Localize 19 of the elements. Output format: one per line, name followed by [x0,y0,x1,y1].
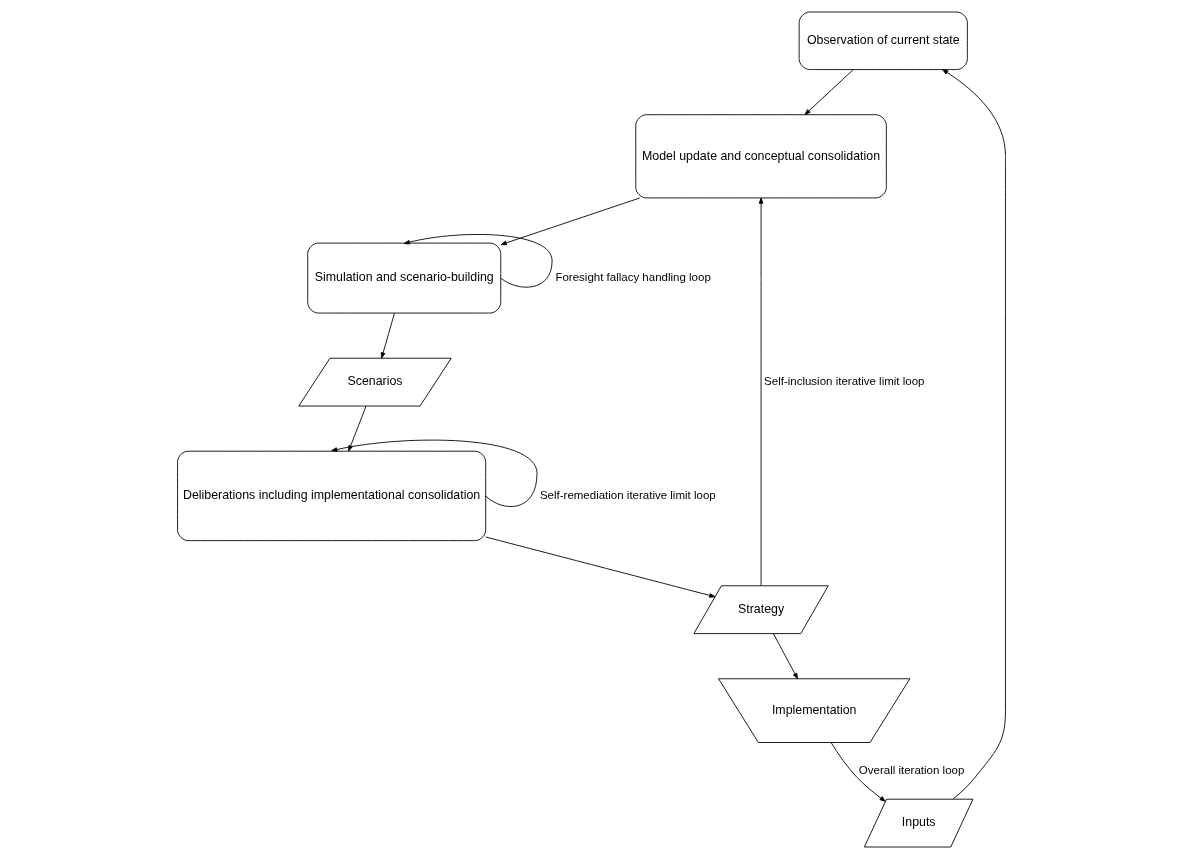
edge-label: Self-remediation iterative limit loop [539,488,716,501]
node-box: Model update and conceptual consolidation [635,114,887,199]
node-box: Simulation and scenario-building [307,242,502,314]
arrow [403,234,553,288]
arrow [500,197,641,246]
arrow [804,69,854,115]
arrow [348,405,367,452]
edge-label: Overall iteration loop [858,763,965,776]
arrow [773,633,799,680]
edge-label: Self-inclusion iterative limit loop [764,375,925,388]
node-box: Observation of current state [798,11,968,70]
arrow [485,536,716,598]
arrow [830,742,886,802]
arrow [380,312,395,359]
edge-label: Foresight fallacy handling loop [555,271,711,284]
arrow [942,69,1006,800]
arrow [758,197,764,587]
arrow [331,439,538,507]
node-box: Deliberations including implementational consolidation [177,450,487,542]
